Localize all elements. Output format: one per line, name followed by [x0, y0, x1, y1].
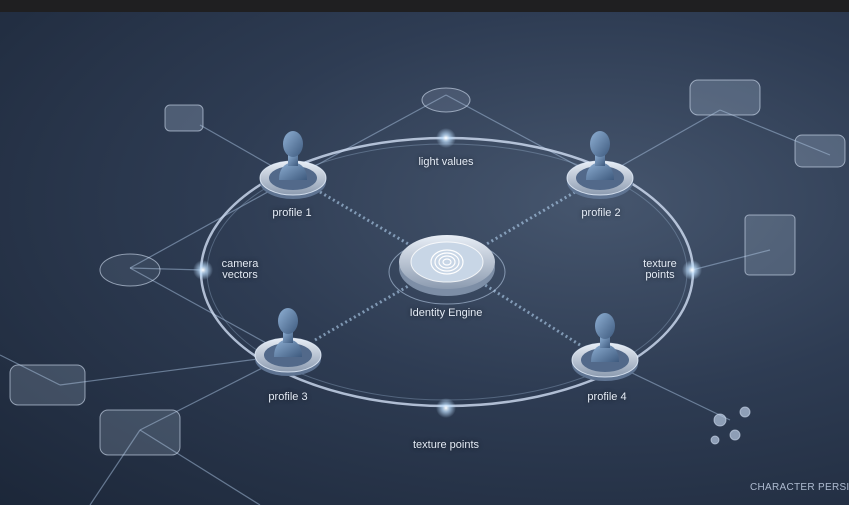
head-bust-icon	[586, 131, 614, 180]
profile-2-label: profile 2	[581, 207, 621, 219]
data-streams	[314, 190, 581, 347]
ring-label-light-values: light values	[418, 156, 474, 168]
head-bust-icon	[591, 313, 619, 362]
hub-label: Identity Engine	[409, 307, 483, 319]
watermark-text: CHARACTER PERSIST	[750, 482, 849, 493]
ring-nodes	[193, 128, 702, 418]
connector-lines	[0, 94, 831, 505]
profile-node-2[interactable]	[566, 131, 634, 199]
profile-node-3[interactable]	[254, 308, 322, 376]
identity-engine-hub[interactable]	[388, 235, 506, 305]
profile-node-4[interactable]	[571, 313, 639, 381]
ring-label-camera-vectors: camera vectors	[221, 258, 259, 281]
head-bust-icon	[274, 308, 302, 357]
ring-label-texture-points-bottom: texture points	[412, 439, 480, 451]
node-clusters	[9, 79, 846, 456]
head-bust-icon	[279, 131, 307, 180]
profile-4-label: profile 4	[587, 391, 627, 403]
ring-label-texture-points-right: texture points	[643, 258, 677, 281]
top-bar	[0, 0, 849, 12]
fingerprint-icon	[430, 249, 464, 275]
profile-node-1[interactable]	[259, 131, 327, 199]
profile-3-label: profile 3	[268, 391, 308, 403]
profile-1-label: profile 1	[272, 207, 312, 219]
